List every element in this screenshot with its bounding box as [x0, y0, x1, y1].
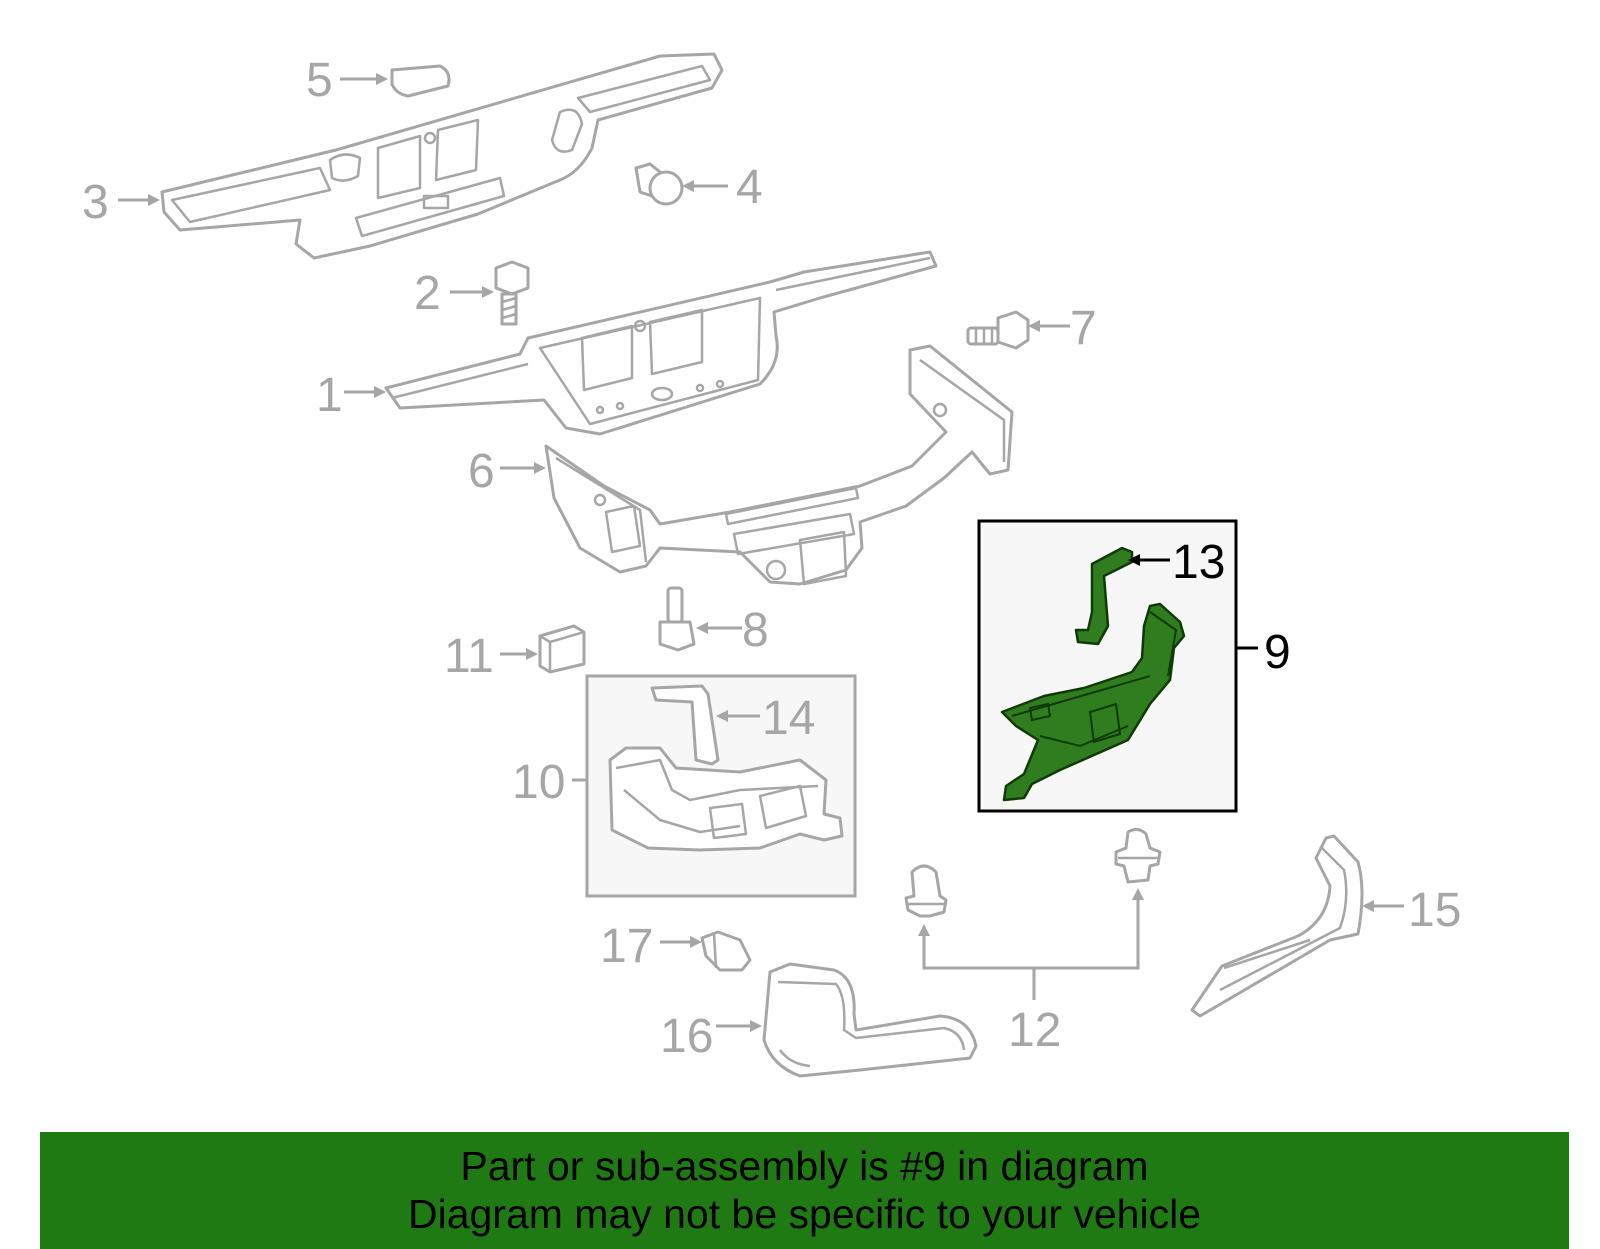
info-banner: Part or sub-assembly is #9 in diagram Di… [40, 1132, 1569, 1249]
callout-10: 10 [512, 756, 565, 809]
part-7-bolt [966, 310, 1030, 350]
callout-9: 9 [1264, 626, 1291, 679]
part-5-plug [390, 64, 451, 98]
callout-14: 14 [762, 692, 815, 745]
callout-7: 7 [1070, 302, 1097, 355]
callout-15: 15 [1408, 884, 1461, 937]
callout-8: 8 [742, 604, 769, 657]
callout-6: 6 [468, 445, 495, 498]
part-12-clip-right [1114, 827, 1162, 884]
leader-12 [922, 898, 1140, 970]
callout-13: 13 [1172, 536, 1225, 589]
part-8-bolt [658, 586, 696, 652]
parts-diagram: 5 3 4 2 [82, 52, 1461, 1078]
part-9-box [977, 519, 1238, 813]
callout-17: 17 [600, 920, 653, 973]
part-2-bolt [494, 260, 530, 326]
callout-1: 1 [316, 369, 343, 422]
part-4-bolt [634, 162, 684, 206]
banner-line-2: Diagram may not be specific to your vehi… [407, 1191, 1201, 1237]
callout-11: 11 [444, 630, 494, 683]
part-3-step-bumper [160, 52, 724, 260]
callout-4: 4 [736, 161, 763, 214]
part-13-bracket [1074, 546, 1134, 646]
callout-5: 5 [306, 54, 333, 107]
part-1-reinforcement [384, 250, 938, 436]
part-15-end-cap [1190, 834, 1364, 1018]
part-11-block [538, 624, 586, 674]
part-12-clip-left [904, 864, 948, 918]
part-16-end-cap [762, 962, 978, 1078]
callout-2: 2 [414, 267, 441, 320]
banner-line-1: Part or sub-assembly is #9 in diagram [460, 1143, 1149, 1189]
callout-3: 3 [82, 176, 109, 229]
callout-16: 16 [660, 1010, 713, 1063]
part-9-bracket [1000, 602, 1186, 802]
part-6-hitch-frame [544, 344, 1014, 586]
callout-12: 12 [1008, 1004, 1061, 1057]
part-17-clip [700, 930, 752, 972]
part-10-box [585, 674, 857, 898]
